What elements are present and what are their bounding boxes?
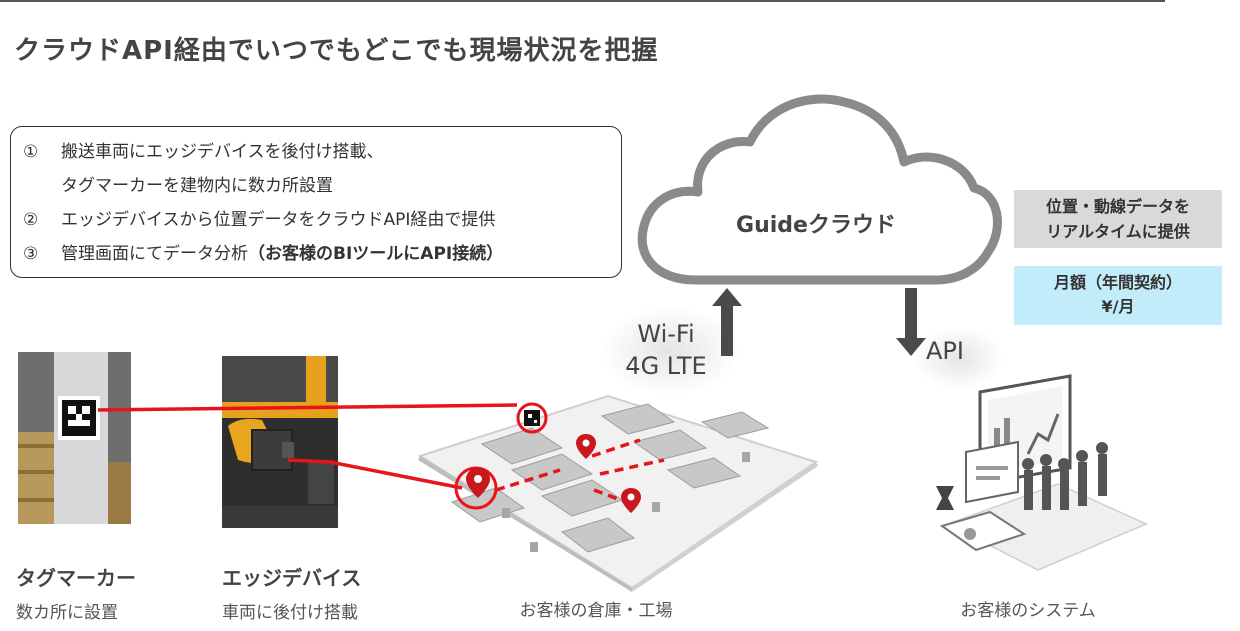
tag-marker-illustration <box>18 352 131 524</box>
uplink-line2: 4G LTE <box>625 352 707 380</box>
pricing-line1: 月額（年間契約） <box>1053 273 1182 292</box>
step-row: ② エッジデバイスから位置データをクラウドAPI経由で提供 <box>23 203 609 237</box>
step-text: 管理画面にてデータ分析（お客様のBIツールにAPI接続） <box>61 237 503 271</box>
customer-system-illustration <box>936 374 1148 571</box>
page-title: クラウドAPI経由でいつでもどこでも現場状況を把握 <box>14 36 659 66</box>
step-number: ① <box>23 142 39 162</box>
step-number <box>23 169 61 203</box>
edge-device-title: エッジデバイス <box>222 566 362 590</box>
realtime-data-box: 位置・動線データを リアルタイムに提供 <box>1014 190 1222 248</box>
step-row: ① 搬送車両にエッジデバイスを後付け搭載、 <box>23 135 609 169</box>
step-row: タグマーカーを建物内に数カ所設置 <box>23 169 609 203</box>
tag-marker-subtitle: 数カ所に設置 <box>16 603 118 623</box>
realtime-data-line1: 位置・動線データを <box>1045 197 1190 216</box>
cloud-icon <box>637 94 1002 285</box>
uplink-line1: Wi-Fi <box>637 320 695 348</box>
step-text-bold: （お客様のBIツールにAPI接続） <box>248 244 504 264</box>
tag-marker-title: タグマーカー <box>16 566 136 590</box>
pricing-line2: ¥/月 <box>1101 297 1135 316</box>
downlink-glow <box>914 326 1004 390</box>
step-number: ② <box>23 210 39 230</box>
warehouse-caption: お客様の倉庫・工場 <box>519 601 673 621</box>
system-caption: お客様のシステム <box>960 601 1096 621</box>
step-row: ③ 管理画面にてデータ分析（お客様のBIツールにAPI接続） <box>23 237 609 271</box>
up-arrow-icon <box>712 288 742 356</box>
realtime-data-line2: リアルタイムに提供 <box>1046 222 1190 241</box>
warehouse-illustration <box>417 394 819 592</box>
tag-marker-photo <box>18 352 131 524</box>
step-number: ③ <box>23 244 39 264</box>
step-text: タグマーカーを建物内に数カ所設置 <box>61 176 333 196</box>
edge-device-subtitle: 車両に後付け搭載 <box>222 603 358 623</box>
step-text: 搬送車両にエッジデバイスを後付け搭載、 <box>61 142 384 162</box>
edge-device-illustration <box>222 356 338 528</box>
step-text: エッジデバイスから位置データをクラウドAPI経由で提供 <box>61 210 496 230</box>
uplink-label: Wi-Fi 4G LTE <box>606 318 726 382</box>
step-text-plain: 管理画面にてデータ分析 <box>61 244 248 264</box>
down-arrow-icon <box>896 288 926 356</box>
cloud-label: Guideクラウド <box>736 213 896 238</box>
api-label: API <box>926 337 964 365</box>
uplink-glow <box>600 306 740 396</box>
edge-device-photo <box>222 356 338 528</box>
top-rule <box>0 0 1165 2</box>
pricing-box: 月額（年間契約） ¥/月 <box>1014 266 1222 325</box>
steps-box: ① 搬送車両にエッジデバイスを後付け搭載、 タグマーカーを建物内に数カ所設置 ②… <box>10 126 622 278</box>
